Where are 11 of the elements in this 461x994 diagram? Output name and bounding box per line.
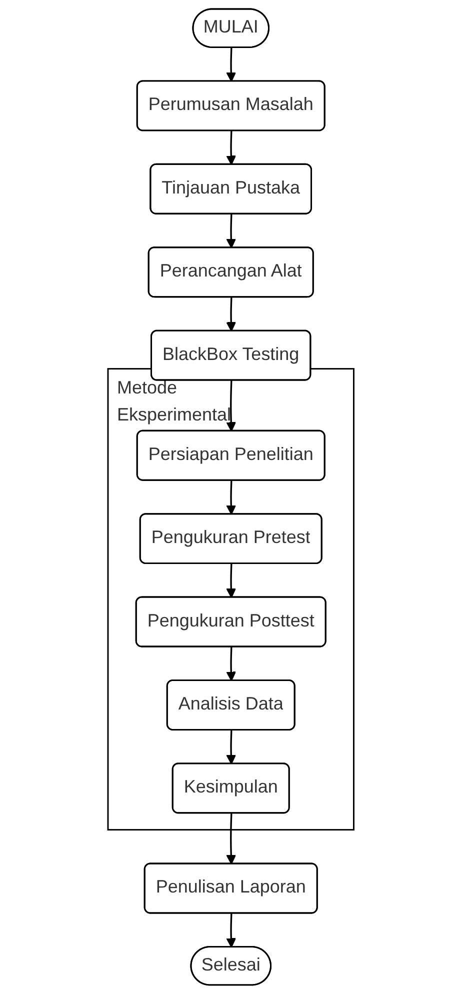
arrow — [226, 914, 236, 948]
arrow — [226, 480, 236, 515]
arrow — [226, 647, 236, 682]
arrow — [226, 730, 236, 764]
arrow — [226, 297, 236, 332]
arrow — [226, 48, 236, 82]
arrow — [226, 564, 236, 598]
arrow — [226, 130, 236, 166]
arrow — [226, 214, 236, 248]
arrow — [226, 813, 236, 865]
arrow — [226, 380, 236, 432]
